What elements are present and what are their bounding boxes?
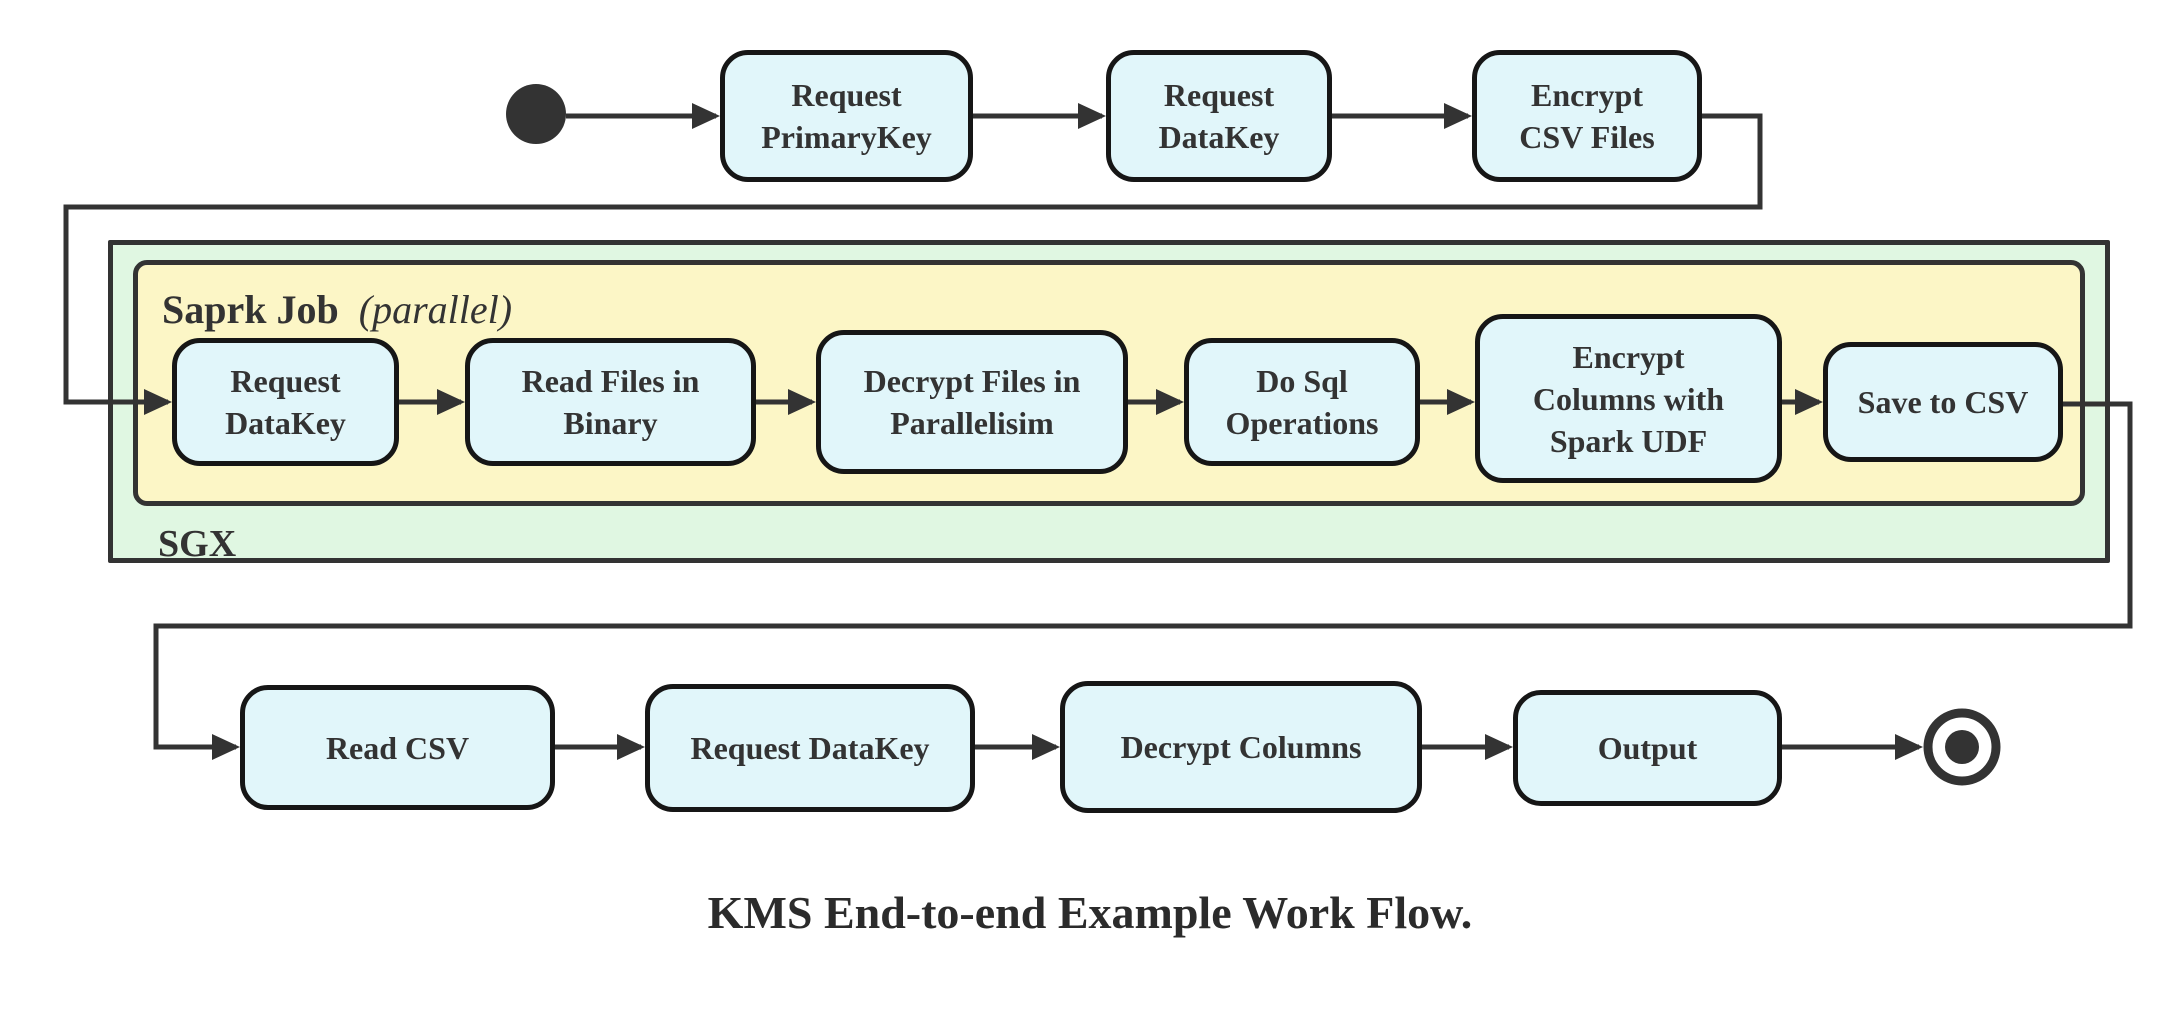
node-encrypt-csv-files: Encrypt CSV Files: [1472, 50, 1702, 182]
spark-job-label: Saprk Job (parallel): [162, 286, 512, 333]
node-decrypt-files-in-parallelisim: Decrypt Files in Parallelisim: [816, 330, 1128, 474]
node-label-line: Request DataKey: [690, 730, 930, 766]
node-do-sql-operations: Do Sql Operations: [1184, 338, 1420, 466]
spark-job-label-bold: Saprk Job: [162, 287, 349, 332]
spark-job-label-italic: (parallel): [358, 287, 513, 332]
node-label-line: Request: [1163, 77, 1275, 113]
node-label-line: Binary: [563, 405, 658, 441]
node-label-line: Output: [1597, 730, 1698, 766]
node-read-files-in-binary: Read Files in Binary: [465, 338, 756, 466]
node-label-line: Spark UDF: [1549, 422, 1708, 459]
node-encrypt-columns-with-spark-udf: Encrypt Columns with Spark UDF: [1475, 314, 1782, 483]
node-decrypt-columns: Decrypt Columns: [1060, 681, 1422, 813]
diagram-title: KMS End-to-end Example Work Flow.: [707, 887, 1473, 938]
end-node-dot: [1945, 730, 1979, 764]
node-label-line: Read Files in: [521, 363, 700, 399]
node-label-line: PrimaryKey: [761, 119, 932, 155]
start-node: [506, 84, 566, 144]
node-label-line: Parallelisim: [890, 405, 1054, 441]
node-label-line: Operations: [1225, 405, 1379, 441]
sgx-label: SGX: [158, 523, 237, 565]
edge-encrypt-csv-to-sgx-request-datakey: [63, 113, 1763, 415]
node-label-line: Columns with: [1532, 380, 1725, 417]
node-save-to-csv: Save to CSV: [1823, 342, 2063, 462]
node-label-line: Decrypt Files in: [863, 363, 1081, 399]
node-label-line: DataKey: [225, 405, 346, 441]
node-label-line: CSV Files: [1519, 119, 1655, 155]
node-label-line: Decrypt Columns: [1120, 729, 1362, 765]
node-label-line: Read CSV: [325, 729, 470, 766]
node-request-primarykey: Request PrimaryKey: [720, 50, 973, 182]
edge-save-csv-to-read-csv: [153, 401, 2133, 760]
node-label-line: DataKey: [1158, 119, 1280, 155]
node-label-line: Encrypt: [1572, 338, 1685, 375]
node-sgx-request-datakey: Request DataKey: [172, 338, 399, 466]
node-label-line: Encrypt: [1531, 77, 1643, 113]
node-label-line: Request: [791, 77, 902, 113]
node-label-line: Save to CSV: [1857, 384, 2029, 420]
node-request-datakey-client: Request DataKey: [645, 684, 975, 812]
node-output: Output: [1513, 690, 1782, 806]
node-read-csv: Read CSV: [240, 685, 555, 810]
node-label-line: Do Sql: [1256, 363, 1348, 399]
node-label-line: Request: [230, 363, 341, 399]
node-request-datakey: Request DataKey: [1106, 50, 1332, 182]
